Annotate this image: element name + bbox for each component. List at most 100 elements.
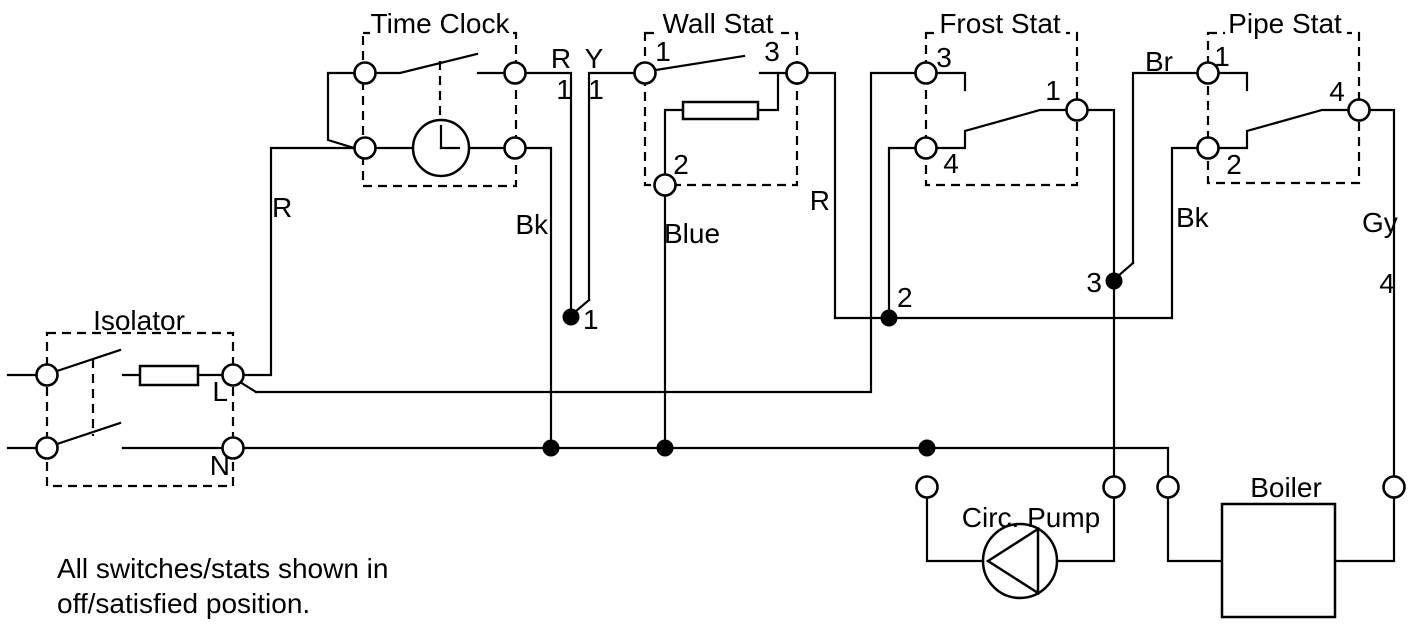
time-clock-title-backdrop (370, 11, 510, 37)
pipe-stat-terminal-4 (1347, 98, 1371, 122)
neutral-dot-wall-stat (656, 439, 674, 457)
isolator-neutral-switch-blade (55, 421, 122, 446)
frost-stat-switch-blade (935, 108, 1068, 150)
wall-stat-terminal-3 (785, 61, 809, 85)
wire-label-grey: Gy (1362, 207, 1398, 238)
wire-neutral-run (241, 446, 1170, 479)
pipe-stat-switch-blade (1217, 108, 1350, 150)
pipe-stat-terminal-4-label: 4 (1329, 76, 1345, 107)
pipe-stat-terminal-1-label: 1 (1214, 41, 1230, 72)
wall-stat-terminal-2 (653, 173, 677, 197)
wire-label-red-switched: R (551, 43, 571, 74)
wire-red-wall-stat (806, 71, 837, 320)
pipe-stat-terminal-2-label: 2 (1226, 149, 1242, 180)
circ-pump: Circ. Pump (915, 475, 1126, 600)
pump-live-terminal (1102, 475, 1126, 499)
wall-stat-heater-lead-right (756, 71, 780, 112)
boiler-neutral-terminal (1156, 475, 1180, 499)
isolator-title: Isolator (93, 305, 185, 336)
wire-frost-1-to-pump (1086, 108, 1116, 479)
wall-stat-terminal-3-label: 3 (764, 36, 780, 67)
time-clock: Time Clock (326, 8, 527, 188)
frost-stat: 3 1 4 Frost Stat (914, 8, 1089, 187)
isolator-live-in-terminal (35, 363, 59, 387)
wire-label-yellow-core: 1 (588, 74, 604, 105)
frost-stat-title-backdrop (934, 11, 1066, 37)
isolator: L N Isolator (6, 305, 245, 488)
boiler-live-lead (1333, 496, 1396, 563)
pipe-stat: 1 4 2 Pipe Stat (1196, 8, 1371, 185)
wire-label-black-pipe-stat: Bk (1176, 202, 1210, 233)
pipe-stat-terminal-1 (1196, 61, 1220, 85)
junction-3-dot (1105, 272, 1123, 290)
pump-symbol-circle (981, 522, 1059, 600)
wire-red-switched (523, 71, 573, 311)
isolator-live-switch-blade (55, 348, 122, 373)
wire-black-time-clock (523, 146, 553, 450)
frost-stat-title: Frost Stat (939, 8, 1061, 39)
isolator-neutral-in-terminal (35, 436, 59, 460)
wall-stat-switch-blade (654, 54, 746, 72)
circ-pump-title: Circ. Pump (962, 502, 1100, 533)
wire-label-blue: Blue (664, 218, 720, 249)
wire-label-yellow: Y (585, 43, 604, 74)
note-line-2: off/satisfied position. (57, 588, 310, 619)
frost-stat-terminal-1-label: 1 (1045, 75, 1061, 106)
frost-stat-terminal-3-label: 3 (936, 42, 952, 73)
wall-stat-title: Wall Stat (663, 8, 774, 39)
pipe-stat-fixed-contact (1217, 71, 1249, 92)
time-clock-terminal-bottom-left (353, 136, 377, 160)
frost-stat-terminal-3 (914, 61, 938, 85)
wiring: 1 2 3 R R 1 Y 1 Bk Blue R Br Bk Gy 4 (238, 43, 1398, 479)
isolator-neutral-out-terminal (221, 436, 245, 460)
pump-neutral-terminal (915, 475, 939, 499)
pipe-stat-terminal-2 (1196, 136, 1220, 160)
wire-brown (1131, 71, 1199, 265)
boiler: Boiler (1156, 472, 1406, 619)
wall-stat-accelerator-heater (681, 100, 760, 121)
wire-yellow-diagonal (573, 298, 591, 314)
wire-grey (1368, 108, 1396, 479)
wire-label-red-feed: R (272, 192, 292, 223)
boiler-neutral-lead (1166, 496, 1224, 563)
pipe-stat-title-backdrop (1225, 11, 1347, 37)
junction-1-dot (562, 308, 580, 326)
pump-symbol-impeller (985, 526, 1040, 596)
wall-stat: 1 3 2 Wall Stat (633, 8, 809, 197)
isolator-live-out-terminal (221, 363, 245, 387)
neutral-dot-time-clock (542, 439, 560, 457)
time-clock-terminal-top-right (503, 61, 527, 85)
time-clock-switch-blade (373, 52, 479, 75)
frost-stat-terminal-1 (1065, 98, 1089, 122)
time-clock-title: Time Clock (371, 8, 511, 39)
isolator-neutral-terminal-label: N (210, 450, 230, 481)
time-clock-internal-link (326, 71, 356, 150)
frost-stat-fixed-contact (935, 71, 967, 92)
wire-live-to-time-clock (241, 146, 356, 377)
pump-neutral-lead (925, 496, 985, 563)
pump-live-lead (1055, 496, 1116, 563)
frost-stat-terminal-4 (914, 136, 938, 160)
junction-2-dot (880, 309, 898, 327)
time-clock-terminal-bottom-right (503, 136, 527, 160)
isolator-enclosure (45, 331, 235, 488)
boiler-body (1220, 502, 1337, 619)
pipe-stat-title: Pipe Stat (1228, 8, 1342, 39)
note: All switches/stats shown in off/satisfie… (57, 553, 388, 619)
wall-stat-terminal-2-label: 2 (673, 149, 689, 180)
time-clock-terminal-top-left (353, 61, 377, 85)
wire-label-black-time-clock: Bk (515, 209, 549, 240)
neutral-dot-pump (918, 439, 936, 457)
frost-stat-terminal-4-label: 4 (943, 148, 959, 179)
junction-3-label: 3 (1086, 267, 1102, 298)
wire-label-red-wall-stat: R (810, 185, 830, 216)
wire-yellow (587, 71, 637, 302)
wire-live-split-diagonal (238, 380, 258, 394)
wire-black-pipe-stat (1170, 146, 1199, 320)
wire-label-red-switched-core: 1 (556, 74, 572, 105)
wire-label-brown: Br (1145, 46, 1173, 77)
note-line-1: All switches/stats shown in (57, 553, 388, 584)
wall-stat-title-backdrop (655, 11, 781, 37)
